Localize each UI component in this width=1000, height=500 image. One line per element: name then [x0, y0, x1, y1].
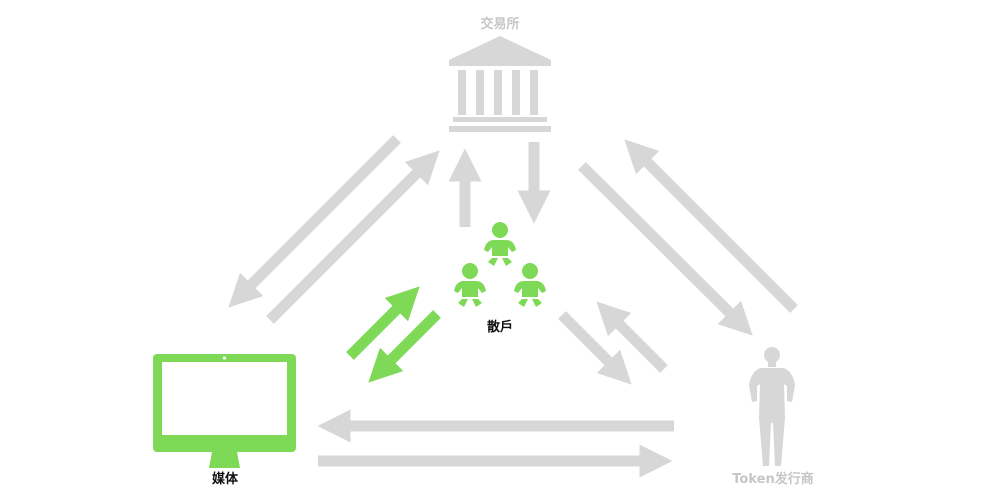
- baby-icon-left: [454, 263, 486, 307]
- green-arrows: [346, 286, 441, 383]
- grey-arrows: [228, 135, 798, 478]
- arrow-media-to-exchange: [266, 150, 440, 324]
- arrow-retail-to-media: [368, 310, 441, 383]
- issuer-label: Token发行商: [732, 471, 813, 487]
- arrow-exchange-to-issuer: [578, 162, 753, 336]
- bank-building-icon: [449, 36, 551, 132]
- exchange-label: 交易所: [480, 16, 519, 32]
- media-label: 媒体: [212, 471, 239, 487]
- arrow-retail-to-issuer: [558, 311, 632, 385]
- arrow-media-to-retail: [346, 286, 420, 360]
- arrow-issuer-to-retail: [596, 301, 668, 373]
- monitor-icon: [153, 354, 296, 468]
- arrow-exchange-to-media: [228, 135, 401, 308]
- baby-icon-top: [484, 222, 516, 266]
- retail-label: 散戶: [487, 319, 513, 335]
- babies-group-icon: [454, 222, 546, 307]
- arrow-issuer-to-exchange: [624, 139, 798, 313]
- baby-icon-right: [514, 263, 546, 307]
- person-silhouette-icon: [749, 347, 795, 466]
